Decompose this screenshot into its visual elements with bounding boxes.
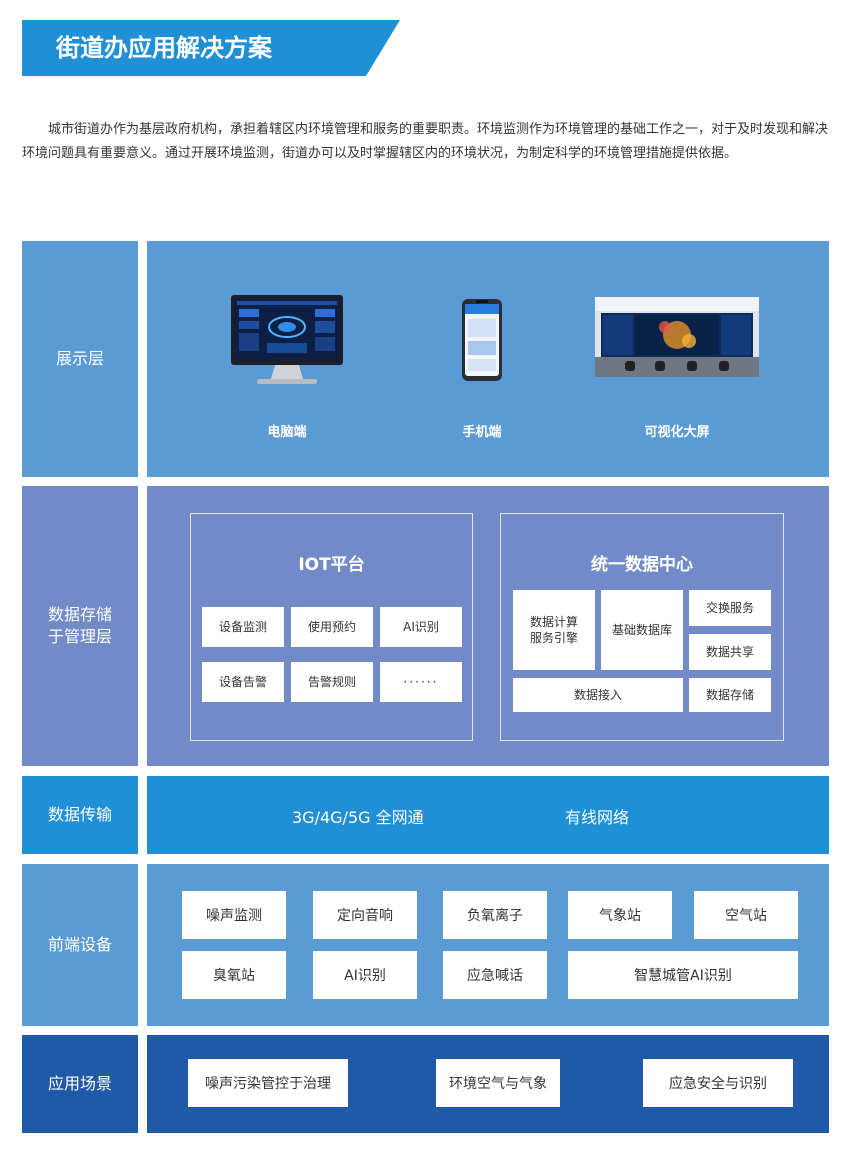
desktop-monitor-icon	[231, 295, 343, 385]
transmission-item-wired-network: 有线网络	[565, 808, 630, 827]
device-emergency-broadcast: 应急喊话	[443, 951, 547, 999]
device-directional-speaker: 定向音响	[313, 891, 417, 939]
title-banner: 街道办应用解决方案	[22, 20, 400, 76]
dc-box-compute-engine: 数据计算 服务引擎	[513, 590, 595, 670]
iot-box-device-monitoring: 设备监测	[202, 607, 284, 647]
iot-box-device-alarm: 设备告警	[202, 662, 284, 702]
video-wall-icon	[595, 297, 759, 377]
device-smart-city-ai: 智慧城管AI识别	[568, 951, 798, 999]
data-center-title: 统一数据中心	[591, 555, 693, 575]
display-item-label: 手机端	[462, 425, 502, 440]
storage-layer-label-text: 数据存储 于管理层	[47, 605, 112, 646]
device-weather-station: 气象站	[568, 891, 672, 939]
device-ai-recognition: AI识别	[313, 951, 417, 999]
scenario-noise-control: 噪声污染管控于治理	[188, 1059, 348, 1107]
frontend-layer: 噪声监测 定向音响 负氧离子 气象站 空气站 臭氧站 AI识别 应急喊话 智慧城…	[147, 864, 829, 1026]
application-layer: 噪声污染管控于治理 环境空气与气象 应急安全与识别	[147, 1035, 829, 1133]
display-item-label: 可视化大屏	[644, 425, 710, 440]
dc-box-data-access: 数据接入	[513, 678, 683, 712]
application-layer-label: 应用场景	[22, 1035, 138, 1133]
frontend-layer-label: 前端设备	[22, 864, 138, 1026]
data-center-panel: 统一数据中心 数据计算 服务引擎 基础数据库 交换服务 数据共享 数据接入 数据…	[500, 513, 784, 741]
dc-box-base-database: 基础数据库	[601, 590, 683, 670]
application-layer-label-text: 应用场景	[47, 1074, 112, 1093]
storage-layer-label: 数据存储 于管理层	[22, 486, 138, 766]
iot-platform-title: IOT平台	[298, 555, 365, 575]
display-layer-label: 展示层	[22, 241, 138, 477]
display-item-label: 电脑端	[267, 425, 307, 440]
device-noise-monitoring: 噪声监测	[182, 891, 286, 939]
iot-box-ai-recognition: AI识别	[380, 607, 462, 647]
display-layer-label-text: 展示层	[55, 349, 104, 368]
iot-platform-panel: IOT平台 设备监测 使用预约 AI识别 设备告警 告警规则 ······	[190, 513, 473, 741]
transmission-item-mobile-network: 3G/4G/5G 全网通	[292, 808, 424, 827]
transmission-layer: 3G/4G/5G 全网通 有线网络	[147, 776, 829, 854]
dc-box-exchange-service: 交换服务	[689, 590, 771, 626]
display-layer: 电脑端 手机端 可	[147, 241, 829, 477]
iot-box-usage-booking: 使用预约	[291, 607, 373, 647]
iot-box-more: ······	[380, 662, 462, 702]
storage-layer: IOT平台 设备监测 使用预约 AI识别 设备告警 告警规则 ······ 统一…	[147, 486, 829, 766]
frontend-layer-label-text: 前端设备	[47, 935, 112, 954]
dc-box-data-storage: 数据存储	[689, 678, 771, 712]
device-ozone-station: 臭氧站	[182, 951, 286, 999]
mobile-phone-icon	[462, 299, 502, 381]
intro-paragraph: 城市街道办作为基层政府机构，承担着辖区内环境管理和服务的重要职责。环境监测作为环…	[22, 122, 829, 161]
device-negative-ion: 负氧离子	[443, 891, 547, 939]
transmission-layer-label: 数据传输	[22, 776, 138, 854]
scenario-air-weather: 环境空气与气象	[436, 1059, 560, 1107]
dc-box-data-sharing: 数据共享	[689, 634, 771, 670]
page-title: 街道办应用解决方案	[56, 34, 272, 62]
device-air-station: 空气站	[694, 891, 798, 939]
scenario-emergency-safety: 应急安全与识别	[643, 1059, 793, 1107]
iot-box-alarm-rules: 告警规则	[291, 662, 373, 702]
transmission-layer-label-text: 数据传输	[47, 805, 112, 824]
